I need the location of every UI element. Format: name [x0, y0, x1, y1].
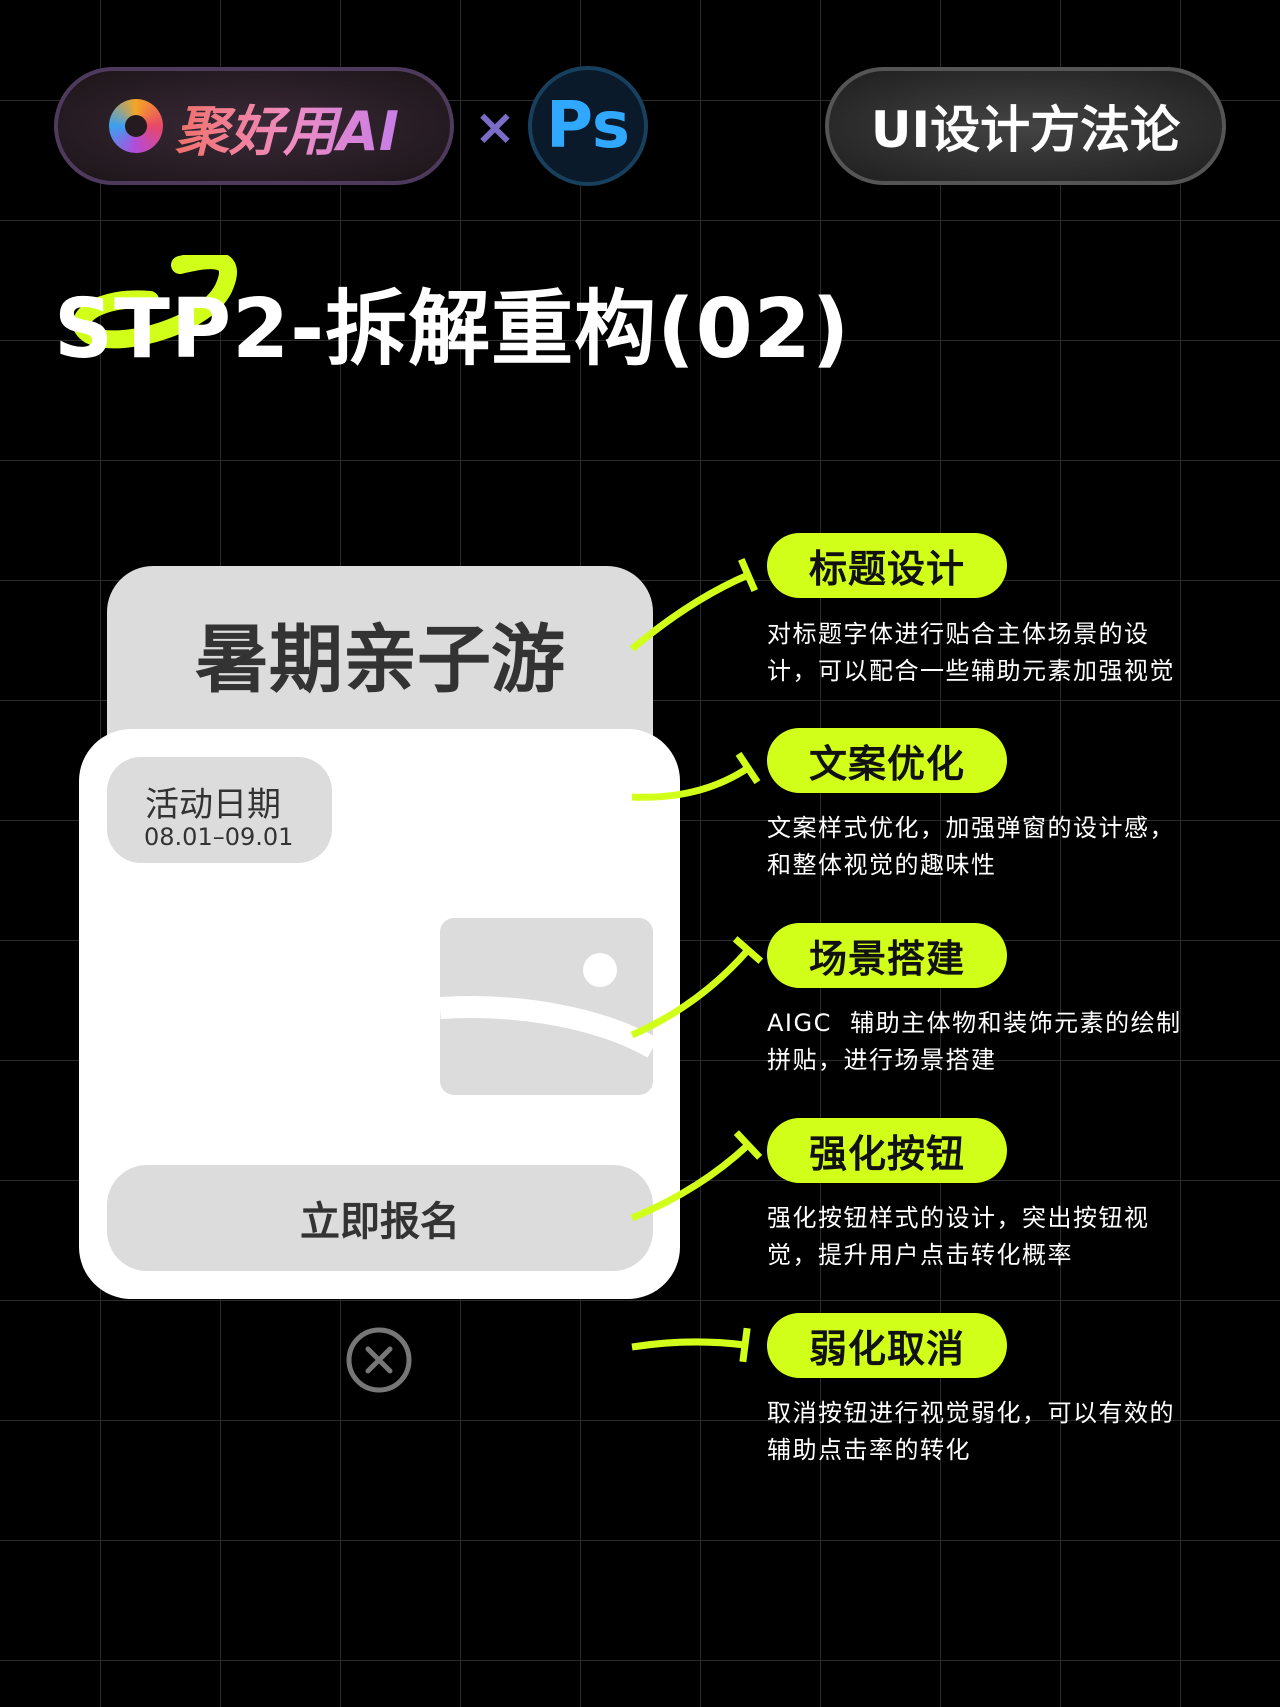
times-icon: ×	[474, 98, 516, 156]
desc-line: 拼贴，进行场景搭建	[767, 1046, 997, 1074]
desc-line: 取消按钮进行视觉弱化，可以有效的	[767, 1399, 1175, 1427]
close-icon[interactable]	[346, 1327, 412, 1393]
signup-button[interactable]: 立即报名	[107, 1165, 653, 1271]
brand-name: 聚好用AI	[175, 87, 399, 166]
desc-scene-build: AIGC 辅助主体物和装饰元素的绘制拼贴，进行场景搭建	[767, 1005, 1207, 1079]
arrow-tbar	[739, 1327, 751, 1363]
desc-line: 文案样式优化，加强弹窗的设计感，	[767, 814, 1175, 842]
desc-strengthen-button: 强化按钮样式的设计，突出按钮视觉，提升用户点击转化概率	[767, 1200, 1207, 1274]
badge-title-design: 标题设计	[767, 533, 1007, 598]
connector-arrow	[629, 571, 750, 652]
badge-scene-build: 场景搭建	[767, 923, 1007, 988]
arrow-tbar	[738, 558, 758, 592]
desc-line: 强化按钮样式的设计，突出按钮视	[767, 1204, 1150, 1232]
connector-arrow	[630, 1142, 751, 1222]
date-range: 08.01–09.01	[144, 823, 294, 851]
popup-title: 暑期亲子游	[195, 617, 565, 703]
desc-line: 辅助点击率的转化	[767, 1436, 971, 1464]
desc-line: 计，可以配合一些辅助元素加强视觉	[767, 657, 1175, 685]
method-pill: UI设计方法论	[825, 67, 1226, 185]
arrow-tbar	[735, 751, 761, 785]
connector-arrow	[631, 765, 750, 801]
brand-pill: 聚好用AI	[54, 67, 454, 185]
badge-copy-optimize: 文案优化	[767, 728, 1007, 793]
date-chip: 活动日期 08.01–09.01	[107, 757, 332, 863]
arrow-tbar	[732, 936, 764, 964]
arrow-tbar	[733, 1130, 763, 1160]
desc-weaken-cancel: 取消按钮进行视觉弱化，可以有效的辅助点击率的转化	[767, 1395, 1207, 1469]
brand-logo-icon	[109, 99, 164, 153]
desc-line: 和整体视觉的趣味性	[767, 851, 997, 879]
desc-line: AIGC 辅助主体物和装饰元素的绘制	[767, 1009, 1182, 1037]
date-label: 活动日期	[145, 785, 281, 825]
page-title: STP2-拆解重构(02)	[54, 282, 851, 377]
connector-arrow	[630, 947, 751, 1039]
connector-arrow	[631, 1338, 746, 1351]
swirl-decoration-icon	[72, 255, 237, 349]
badge-weaken-cancel: 弱化取消	[767, 1313, 1007, 1378]
desc-line: 觉，提升用户点击转化概率	[767, 1241, 1073, 1269]
image-placeholder-icon	[440, 918, 653, 1095]
photoshop-logo: Ps	[528, 66, 648, 186]
badge-strengthen-button: 强化按钮	[767, 1118, 1007, 1183]
desc-title-design: 对标题字体进行贴合主体场景的设计，可以配合一些辅助元素加强视觉	[767, 616, 1207, 690]
desc-copy-optimize: 文案样式优化，加强弹窗的设计感， 和整体视觉的趣味性	[767, 810, 1207, 884]
desc-line: 对标题字体进行贴合主体场景的设	[767, 620, 1150, 648]
